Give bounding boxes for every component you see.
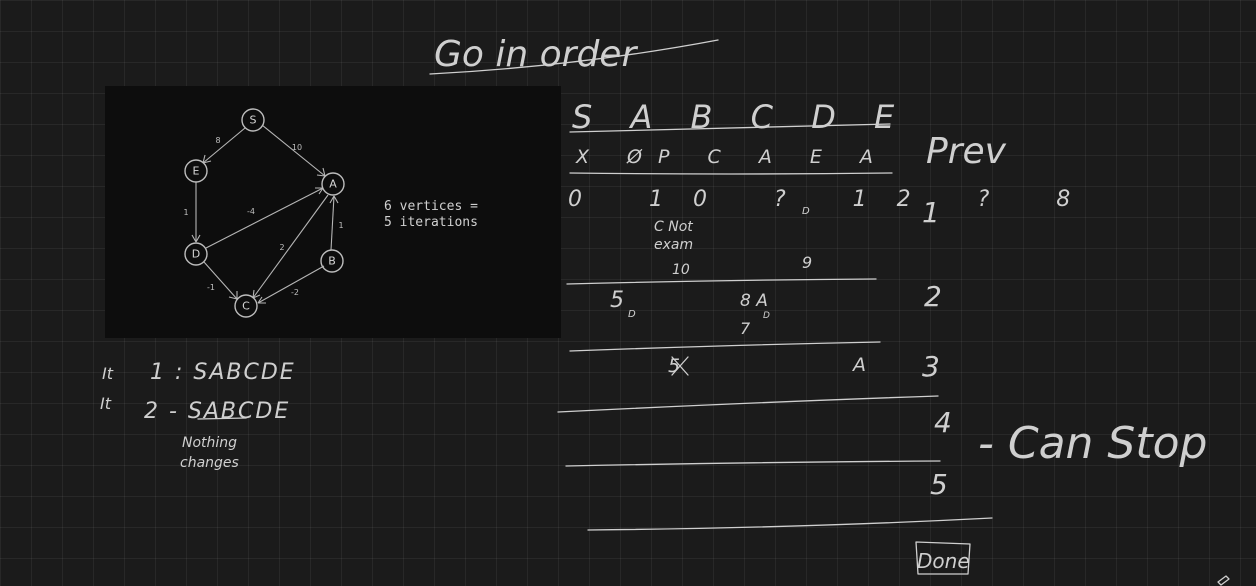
node-label-d: D [192, 248, 200, 261]
graph-edges [191, 124, 339, 304]
arrowhead-a1 [316, 167, 326, 177]
edge-b-a [330, 195, 335, 251]
can-stop-note: - Can Stop [978, 418, 1207, 469]
weight-c-b: -2 [291, 288, 299, 297]
arrowhead-a3 [329, 195, 339, 204]
row2-b: 5 [610, 288, 624, 313]
row5-line [587, 517, 993, 531]
row3-line [557, 395, 939, 413]
node-label-c: C [242, 300, 250, 313]
iteration-3: 3 [922, 350, 940, 383]
left-note-1-prefix: It [102, 364, 114, 383]
node-s: S [241, 108, 265, 132]
header-underline [569, 123, 891, 133]
row2-d2: 7 [740, 319, 751, 338]
edge-c-b [257, 265, 325, 304]
row1-note-d: 9 [802, 253, 812, 272]
node-c: C [234, 294, 258, 318]
weight-a-c: 2 [279, 243, 284, 252]
row3-e: A [851, 354, 866, 376]
weight-b-a: 1 [338, 221, 343, 230]
row3-b-strike [671, 356, 689, 376]
prev-label: Prev [926, 131, 1007, 172]
row2-b-sub: D [628, 309, 636, 320]
edge-weights: 8 10 1 -4 -1 1 -2 2 [183, 136, 343, 297]
node-d: D [184, 242, 208, 266]
weight-s-e: 8 [215, 136, 220, 145]
table-header: S A B C D E [572, 98, 908, 136]
iteration-2: 2 [924, 280, 942, 313]
iteration-1: 1 [922, 196, 940, 229]
node-label-e: E [193, 165, 200, 178]
node-label-a: A [329, 178, 337, 191]
scribble: Done [917, 549, 970, 573]
left-note-2: 2 - SABCDE [144, 399, 290, 424]
slide-note-line2: 5 iterations [384, 215, 478, 230]
left-note-2-underline [197, 417, 247, 420]
row1-values: 0 10 ? 12 ? 8 [568, 187, 1100, 212]
left-note-3: Nothing [182, 435, 237, 451]
weight-s-a: 10 [292, 143, 302, 152]
row2-d-sub: D [763, 311, 770, 321]
edge-s-a [261, 124, 326, 177]
edge-s-e [202, 127, 246, 164]
left-note-1: 1 : SABCDE [150, 360, 296, 385]
table-prev-row: X ØP C A E A [575, 146, 889, 168]
weight-d-a: -4 [247, 207, 255, 216]
graph-nodes: S A B C D E [184, 108, 345, 318]
prev-row-underline [569, 172, 893, 175]
row3-b: 5 [668, 355, 680, 377]
node-b: B [320, 249, 344, 273]
row1-sub: D [802, 206, 810, 217]
arrowhead-c3 [252, 289, 261, 299]
pen-icon[interactable] [1217, 575, 1230, 586]
edge-d-a [205, 187, 324, 249]
title-underline [429, 39, 719, 75]
row1-note-l3: 10 [672, 262, 690, 278]
row4-line [565, 460, 941, 467]
arrowhead-c1 [228, 291, 238, 300]
slide-note-line1: 6 vertices = [384, 199, 478, 214]
left-note-2-prefix: It [100, 394, 112, 413]
scribble-box [915, 541, 971, 575]
edge-d-c [203, 261, 238, 300]
arrowhead-e [202, 154, 212, 164]
row1-note-l2: exam [654, 237, 693, 253]
arrowhead-c2 [257, 296, 266, 304]
node-label-b: B [328, 255, 336, 268]
iteration-4: 4 [934, 406, 952, 439]
row1-line [566, 278, 877, 285]
row1-note-l1: C Not [654, 219, 693, 235]
edge-a-c [252, 194, 329, 299]
left-note-4: changes [180, 455, 239, 471]
arrowhead-a2 [315, 187, 324, 195]
title: Go in order [434, 34, 638, 75]
arrowhead-d [191, 234, 201, 243]
node-label-s: S [250, 114, 257, 127]
node-e: E [184, 159, 208, 183]
row2-d: 8 A [740, 291, 768, 311]
iteration-5: 5 [930, 468, 948, 501]
weight-d-c: -1 [207, 283, 215, 292]
node-a: A [321, 172, 345, 196]
weight-e-d: 1 [183, 208, 188, 217]
row2-line [569, 341, 881, 352]
